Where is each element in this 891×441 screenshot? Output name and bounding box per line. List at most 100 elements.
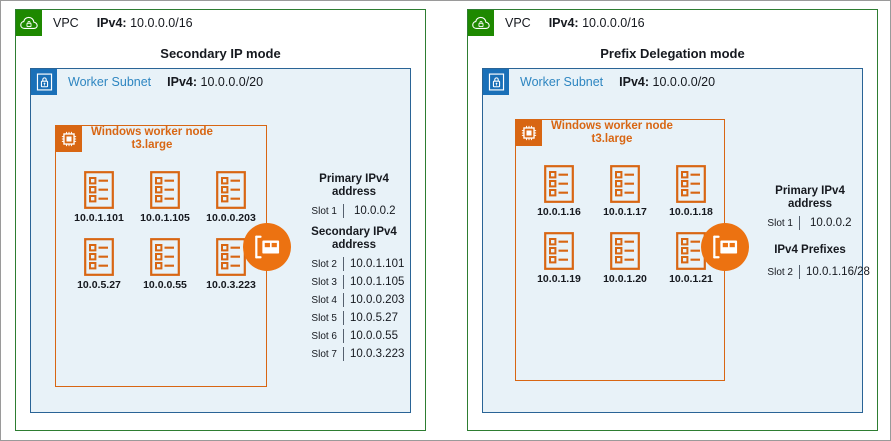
pod-list-icon xyxy=(84,171,114,209)
pod-item: 10.0.1.17 xyxy=(592,165,658,218)
pod-item: 10.0.5.27 xyxy=(66,238,132,291)
subnet-cidr: IPv4: 10.0.0.0/20 xyxy=(167,75,263,89)
slot-divider xyxy=(343,329,344,343)
subnet-lock-icon xyxy=(31,69,57,95)
network-interface-icon xyxy=(701,223,749,271)
windows-worker-node-box: Windows worker node t3.large xyxy=(515,119,725,381)
slot-name: Slot 7 xyxy=(311,348,337,360)
worker-subnet-box: Worker Subnet IPv4: 10.0.0.0/20 xyxy=(482,68,870,413)
slot-group-title-line1: Primary IPv4 xyxy=(775,185,845,197)
node-title-line1: Windows worker node xyxy=(91,126,213,138)
slot-row: Slot 7 10.0.3.223 xyxy=(295,345,413,363)
vpc-cidr-value: 10.0.0.0/16 xyxy=(130,16,193,30)
pod-list-icon xyxy=(150,238,180,276)
pod-ip: 10.0.1.16 xyxy=(537,206,581,218)
slot-value: 10.0.0.55 xyxy=(350,330,398,342)
vpc-label: VPC xyxy=(505,16,531,30)
slot-group-title-line1: IPv4 Prefixes xyxy=(774,244,846,256)
slot-name: Slot 2 xyxy=(311,258,337,270)
slot-value: 10.0.1.101 xyxy=(350,258,405,270)
cpu-chip-icon xyxy=(55,125,82,152)
pod-ip: 10.0.1.17 xyxy=(603,206,647,218)
slot-group-title-line2: address xyxy=(787,198,833,210)
node-header: Windows worker node t3.large xyxy=(515,119,673,146)
vpc-cloud-lock-icon xyxy=(16,10,42,36)
pod-list-icon xyxy=(610,232,640,270)
slot-name: Slot 2 xyxy=(767,266,793,278)
pod-item: 10.0.1.105 xyxy=(132,171,198,224)
vpc-header: VPC IPv4: 10.0.0.0/16 xyxy=(16,10,193,36)
mode-title: Secondary IP mode xyxy=(160,46,281,61)
slot-divider xyxy=(343,257,344,271)
vpc-cidr-value: 10.0.0.0/16 xyxy=(582,16,645,30)
pod-ip: 10.0.1.19 xyxy=(537,273,581,285)
vpc-panel-prefix-delegation-mode: VPC IPv4: 10.0.0.0/16 Prefix Delegation … xyxy=(467,9,878,431)
slot-value: 10.0.0.2 xyxy=(354,205,396,217)
slot-divider xyxy=(343,311,344,325)
pod-item: 10.0.1.18 xyxy=(658,165,724,218)
slot-group-title-line1: Primary IPv4 xyxy=(319,173,389,185)
vpc-cidr-label: IPv4: xyxy=(548,16,579,30)
slot-row: Slot 1 10.0.0.2 xyxy=(751,214,869,232)
slot-name: Slot 5 xyxy=(311,312,337,324)
subnet-label: Worker Subnet xyxy=(520,75,604,89)
pod-row: 10.0.1.16 10.0.1.17 xyxy=(516,165,724,218)
slot-group-title-line2: address xyxy=(331,186,377,198)
vpc-header: VPC IPv4: 10.0.0.0/16 xyxy=(468,10,645,36)
node-title: Windows worker node t3.large xyxy=(91,126,213,152)
slot-row: Slot 1 10.0.0.2 xyxy=(295,202,413,220)
subnet-header: Worker Subnet IPv4: 10.0.0.0/20 xyxy=(483,69,715,95)
slot-value: 10.0.1.105 xyxy=(350,276,405,288)
pod-list-icon xyxy=(544,165,574,203)
node-title-line2: t3.large xyxy=(131,139,173,151)
subnet-cidr: IPv4: 10.0.0.0/20 xyxy=(619,75,715,89)
slot-value: 10.0.1.16/28 xyxy=(806,266,870,278)
pod-ip: 10.0.1.20 xyxy=(603,273,647,285)
slot-divider xyxy=(799,265,800,279)
pod-ip: 10.0.5.27 xyxy=(77,279,121,291)
subnet-label: Worker Subnet xyxy=(68,75,152,89)
slot-group-title: Primary IPv4 address xyxy=(751,185,869,211)
pod-ip: 10.0.1.105 xyxy=(140,212,190,224)
vpc-cidr: IPv4: 10.0.0.0/16 xyxy=(97,16,193,30)
subnet-header: Worker Subnet IPv4: 10.0.0.0/20 xyxy=(31,69,263,95)
pod-item: 10.0.1.20 xyxy=(592,232,658,285)
cpu-chip-icon xyxy=(515,119,542,146)
slot-group-title: Primary IPv4 address xyxy=(295,173,413,199)
slot-row: Slot 6 10.0.0.55 xyxy=(295,327,413,345)
pod-ip: 10.0.1.101 xyxy=(74,212,124,224)
pod-list-icon xyxy=(84,238,114,276)
pod-list-icon xyxy=(544,232,574,270)
pod-item: 10.0.0.55 xyxy=(132,238,198,291)
pod-item: 10.0.1.101 xyxy=(66,171,132,224)
node-title: Windows worker node t3.large xyxy=(551,120,673,146)
pod-item: 10.0.1.19 xyxy=(526,232,592,285)
vpc-cloud-lock-icon xyxy=(468,10,494,36)
slot-group-title: IPv4 Prefixes xyxy=(751,244,869,257)
slot-value: 10.0.3.223 xyxy=(350,348,405,360)
pod-item: 10.0.3.223 xyxy=(198,238,264,291)
pod-row: 10.0.1.101 10.0.1.105 xyxy=(56,171,266,224)
pod-row: 10.0.5.27 10.0.0.55 xyxy=(56,238,266,291)
vpc-panel-secondary-ip-mode: VPC IPv4: 10.0.0.0/16 Secondary IP mode … xyxy=(15,9,426,431)
slot-divider xyxy=(343,275,344,289)
pod-grid: 10.0.1.16 10.0.1.17 xyxy=(516,165,724,291)
slot-row: Slot 2 10.0.1.16/28 xyxy=(751,263,870,281)
slot-row: Slot 2 10.0.1.101 xyxy=(295,255,413,273)
vpc-label: VPC xyxy=(53,16,79,30)
subnet-cidr-label: IPv4: xyxy=(167,75,198,89)
pod-list-icon xyxy=(610,165,640,203)
node-title-line1: Windows worker node xyxy=(551,120,673,132)
pod-row: 10.0.1.19 10.0.1.20 xyxy=(516,232,724,285)
slot-group-title-line2: address xyxy=(331,239,377,251)
slot-divider xyxy=(343,293,344,307)
subnet-cidr-value: 10.0.0.0/20 xyxy=(652,75,716,89)
network-interface-icon xyxy=(243,223,291,271)
slot-table: Primary IPv4 address Slot 1 10.0.0.2 Sec… xyxy=(295,173,413,363)
slot-divider xyxy=(343,347,344,361)
slot-group-title-line1: Secondary IPv4 xyxy=(311,226,397,238)
worker-subnet-box: Worker Subnet IPv4: 10.0.0.0/20 xyxy=(30,68,411,413)
vpc-cidr: IPv4: 10.0.0.0/16 xyxy=(549,16,645,30)
slot-name: Slot 3 xyxy=(311,276,337,288)
